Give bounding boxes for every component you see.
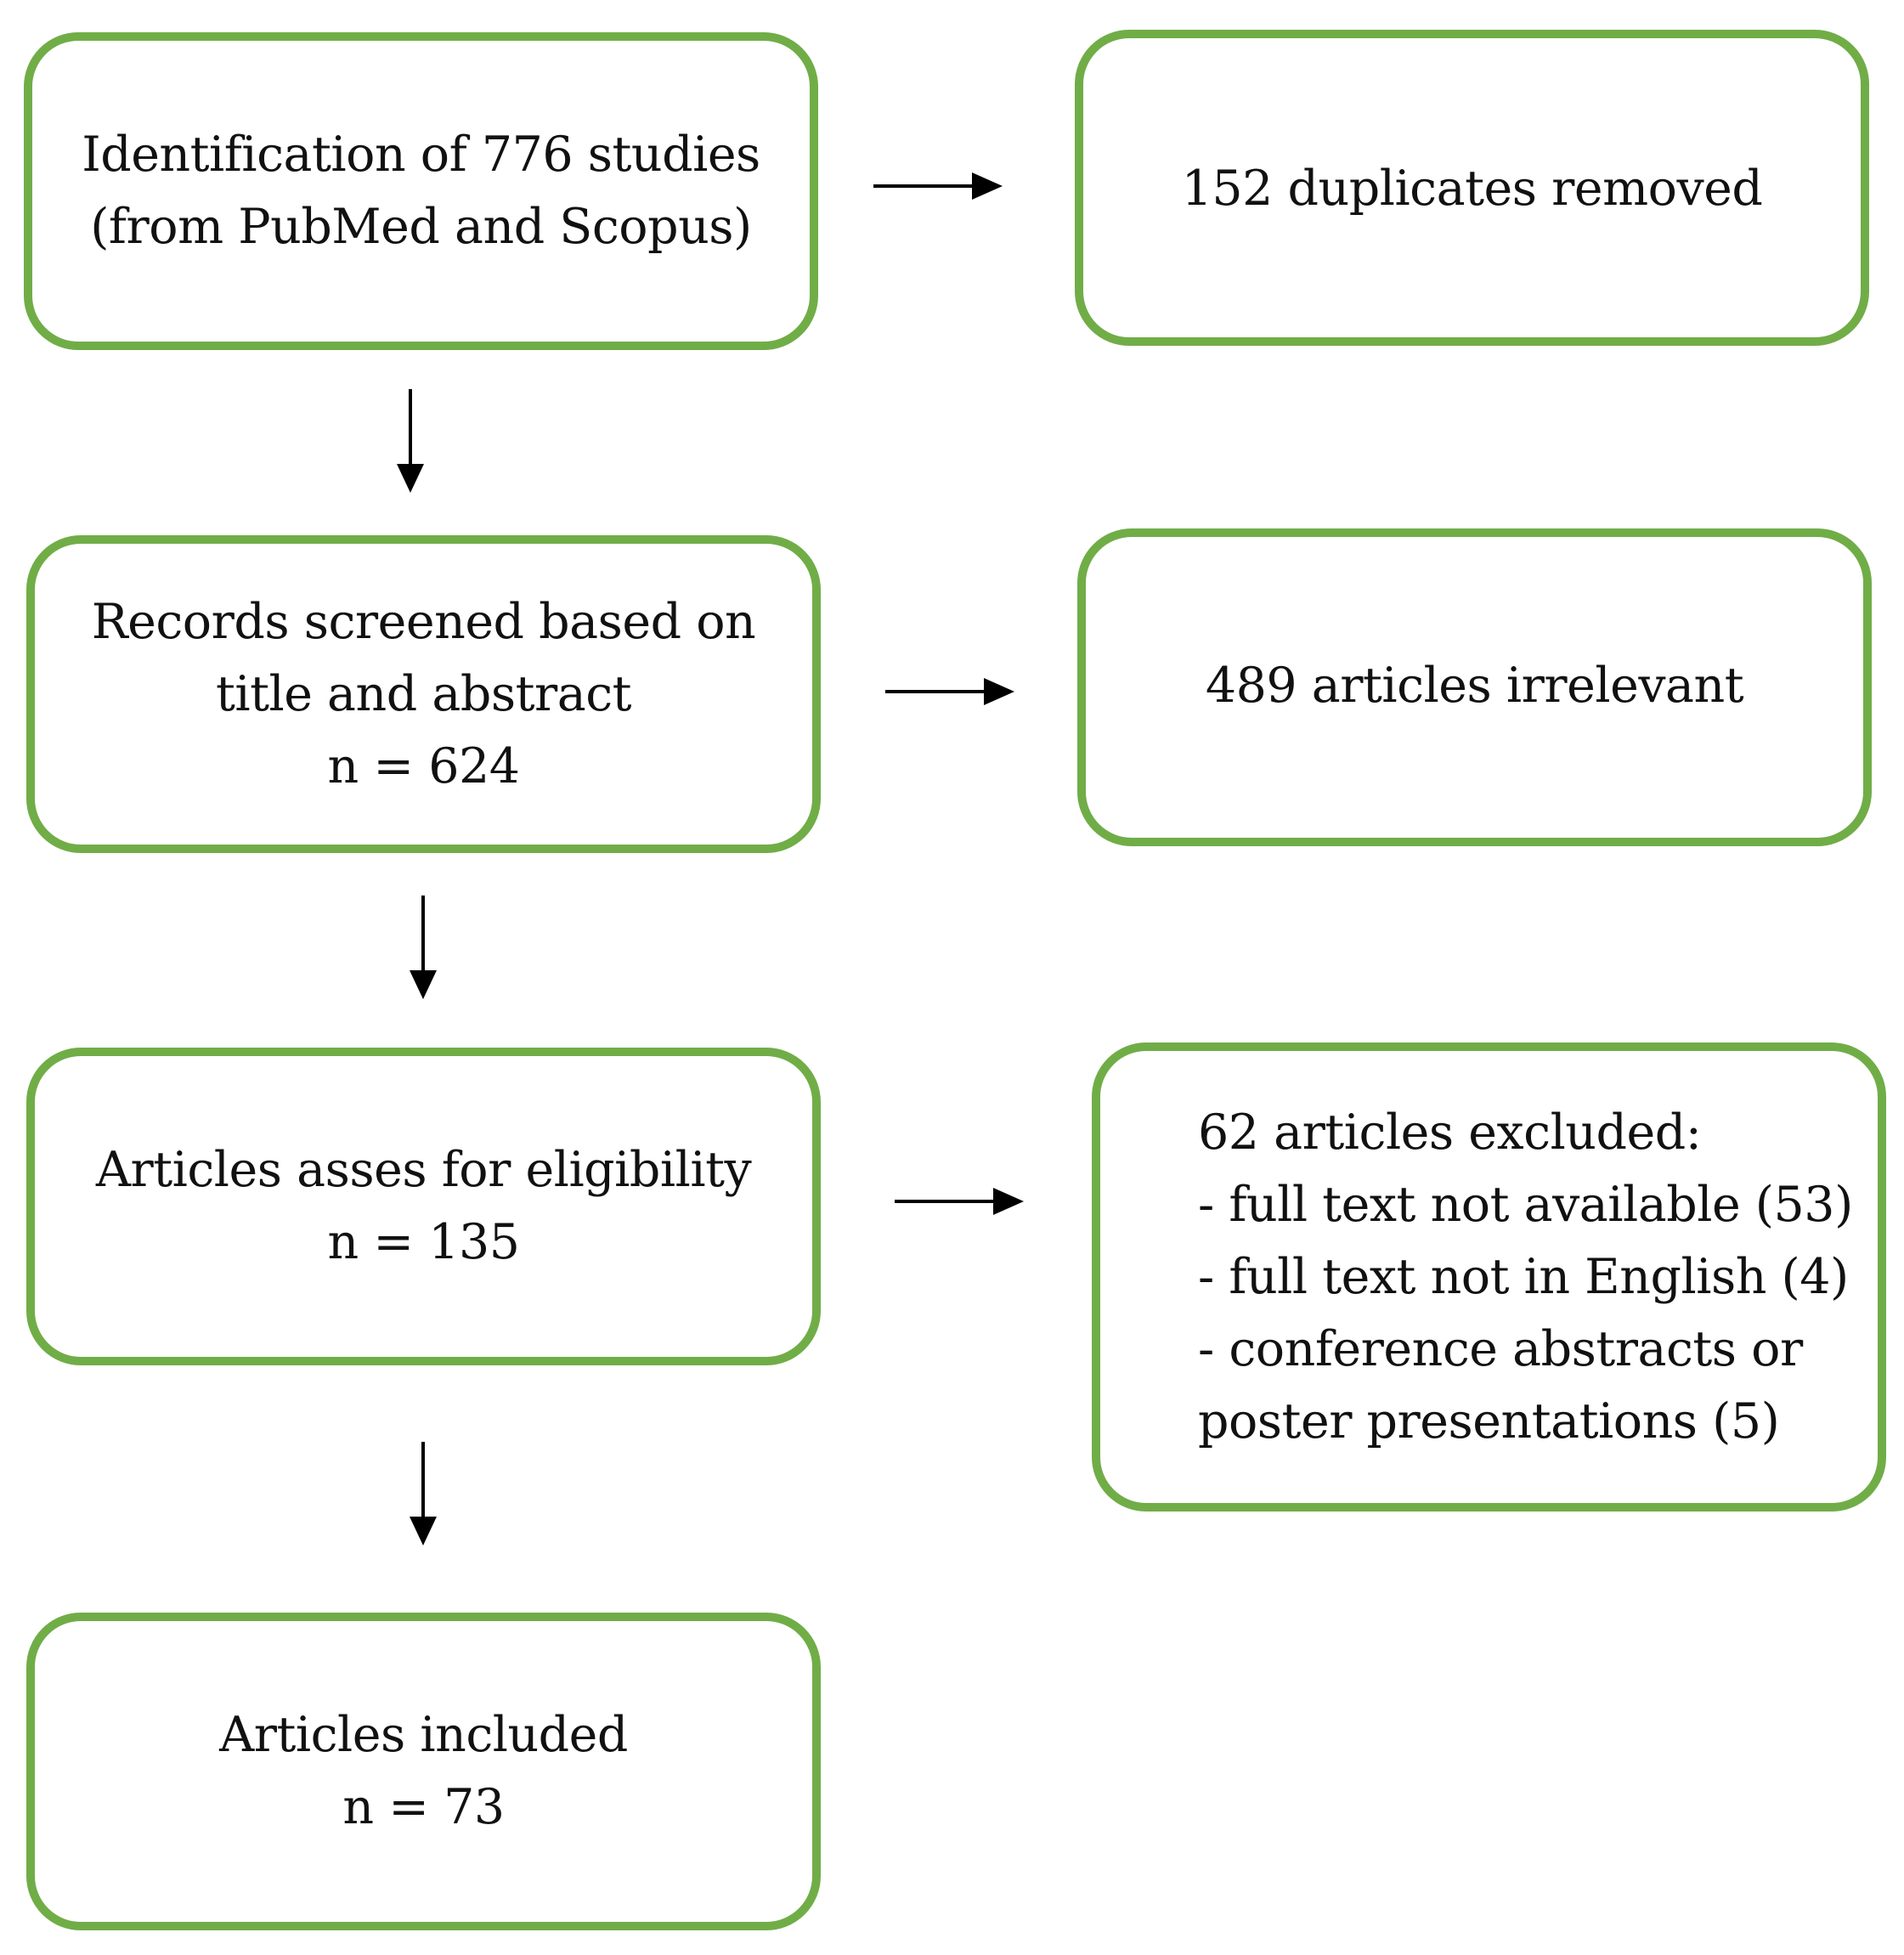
arrow-identification-to-duplicates bbox=[873, 172, 1003, 200]
identification-line-2: (from PubMed and Scopus) bbox=[90, 199, 752, 255]
included-line-2: n = 73 bbox=[342, 1779, 505, 1835]
excluded-line-1: 62 articles excluded: bbox=[1198, 1104, 1702, 1161]
arrow-eligibility-to-included bbox=[410, 1442, 437, 1545]
excluded-line-5: poster presentations (5) bbox=[1198, 1393, 1780, 1449]
identification-line-1: Identification of 776 studies bbox=[82, 127, 760, 183]
arrow-screened-to-irrelevant bbox=[885, 678, 1014, 705]
eligibility-line-2: n = 135 bbox=[327, 1214, 520, 1270]
screened-line-1: Records screened based on bbox=[91, 593, 756, 650]
screened-line-2: title and abstract bbox=[215, 665, 632, 722]
excluded-line-3: - full text not in English (4) bbox=[1198, 1248, 1849, 1305]
eligibility-box: Articles asses for eligibility n = 135 bbox=[26, 1048, 821, 1365]
included-box: Articles included n = 73 bbox=[26, 1613, 821, 1930]
arrow-identification-to-screened bbox=[397, 389, 424, 493]
screened-box: Records screened based on title and abst… bbox=[26, 535, 821, 853]
excluded-line-4: - conference abstracts or bbox=[1198, 1320, 1803, 1377]
included-line-1: Articles included bbox=[219, 1707, 628, 1763]
irrelevant-box: 489 articles irrelevant bbox=[1077, 528, 1872, 846]
eligibility-line-1: Articles asses for eligibility bbox=[95, 1142, 752, 1198]
duplicates-line-1: 152 duplicates removed bbox=[1181, 161, 1763, 217]
arrow-screened-to-eligibility bbox=[410, 896, 437, 999]
excluded-line-2: - full text not available (53) bbox=[1198, 1176, 1853, 1233]
duplicates-box: 152 duplicates removed bbox=[1075, 30, 1869, 346]
irrelevant-line-1: 489 articles irrelevant bbox=[1205, 658, 1744, 714]
excluded-box: 62 articles excluded: - full text not av… bbox=[1092, 1042, 1886, 1511]
identification-box: Identification of 776 studies (from PubM… bbox=[24, 32, 818, 350]
arrow-eligibility-to-excluded bbox=[895, 1188, 1024, 1215]
screened-line-3: n = 624 bbox=[327, 737, 520, 794]
